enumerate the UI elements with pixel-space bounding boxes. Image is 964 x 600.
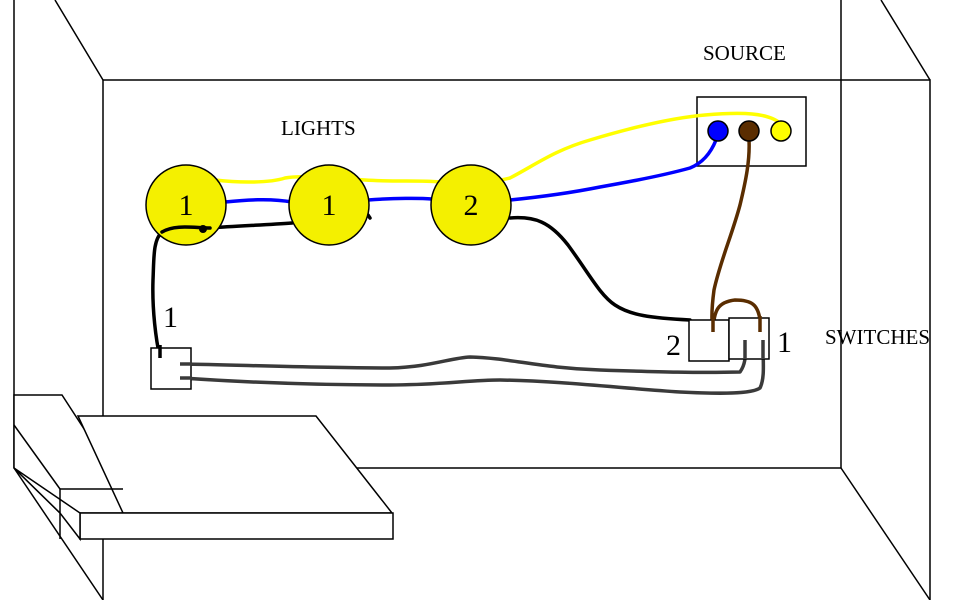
switch-double-right-number: 1	[777, 326, 792, 359]
switch-single-number: 1	[163, 301, 178, 334]
switch-gray-stubs	[743, 340, 765, 358]
room-outline	[13, 0, 931, 600]
bed-corner	[13, 467, 81, 542]
light-2: 1	[288, 164, 370, 246]
gray-wire-top	[180, 343, 748, 375]
room-bottom-left-diagonal	[13, 467, 104, 600]
room-bottom-right-diagonal	[840, 467, 931, 600]
blue-wire	[223, 138, 718, 204]
room-top-right-diagonal	[880, 0, 931, 81]
light-bulb	[145, 164, 227, 246]
bed-headboard-line	[13, 424, 61, 490]
light-number: 1	[179, 189, 194, 222]
light-3: 2	[430, 164, 512, 246]
bed-top	[76, 415, 394, 514]
switch-double-left-number: 2	[666, 329, 681, 362]
bed	[13, 394, 394, 542]
room-top-left-diagonal	[54, 0, 104, 81]
switch-brown-stub	[711, 316, 762, 332]
lights-label: LIGHTS	[281, 116, 356, 140]
light-number: 1	[322, 189, 337, 222]
back-wall	[102, 79, 931, 600]
source-terminal-brown	[738, 120, 760, 142]
light-number: 2	[464, 189, 479, 222]
switch-double-left	[688, 319, 730, 362]
source-label: SOURCE	[703, 41, 786, 65]
light-bulb	[430, 164, 512, 246]
bed-front	[79, 512, 394, 540]
wire-joint-dot	[199, 225, 207, 233]
light-bulb	[288, 164, 370, 246]
source-terminal-yellow	[770, 120, 792, 142]
gray-wire-bottom	[180, 343, 766, 395]
source-terminal-blue	[707, 120, 729, 142]
switches-label: SWITCHES	[825, 325, 930, 349]
brown-wire	[710, 138, 762, 332]
black-wire	[151, 213, 692, 360]
light-1: 1	[145, 164, 227, 246]
switch-single	[150, 347, 192, 390]
